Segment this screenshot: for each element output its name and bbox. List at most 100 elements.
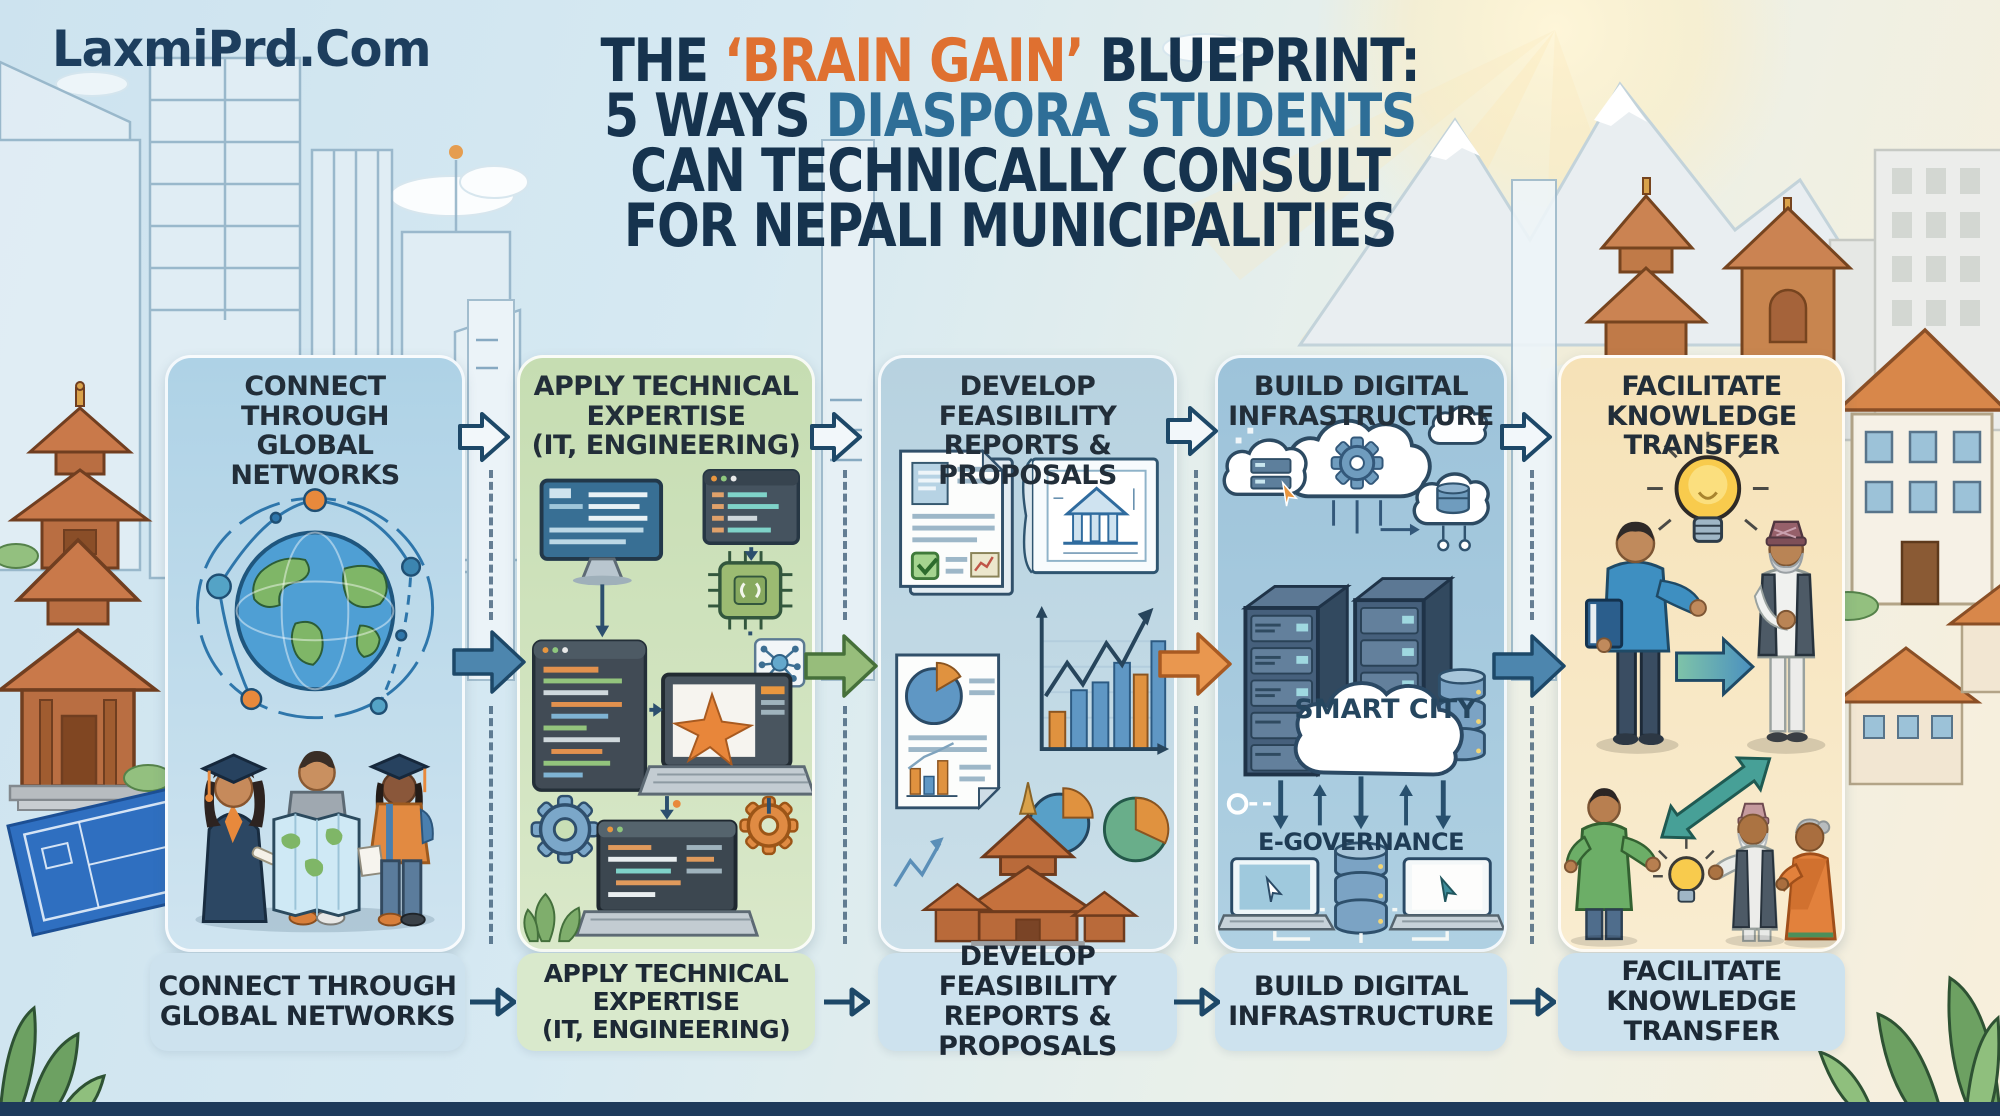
title-line-2: 5 WAYS DIASPORA STUDENTS: [603, 81, 1417, 151]
knowledge-transfer-illustration: [1563, 431, 1840, 948]
laptop-code-icon: [574, 819, 760, 937]
flow-arrow-top-icon: [1500, 412, 1552, 462]
pie-chart-icon: [1028, 787, 1170, 863]
terminal-icon: [702, 469, 800, 545]
plant-icon: [0, 975, 2000, 1116]
exchange-arrow-icon: [1659, 756, 1772, 840]
temple-icon: [920, 782, 1140, 947]
smart-city-cloud: [1293, 681, 1464, 777]
title-highlight-diaspora: DIASPORA STUDENTS: [825, 81, 1418, 151]
graduate-student-figure: [357, 753, 434, 927]
chip-icon: [708, 551, 793, 630]
report-document-icon: [899, 448, 1014, 596]
flow-arrow-top-icon: [810, 412, 862, 462]
global-network-illustration: [195, 488, 435, 933]
pagoda-temple-icon: [1584, 177, 1854, 362]
bar-chart-icon: [1035, 605, 1170, 755]
elder-woman-figure-icon: [1775, 818, 1840, 948]
mentor-figure-icon: [1584, 521, 1707, 754]
flow-connector-arrows: [595, 547, 771, 820]
flow-divider: [1530, 470, 1534, 620]
trend-arrow-icon: [1043, 614, 1150, 698]
digital-infrastructure-illustration: [1218, 405, 1504, 943]
cloud-server-icon: [1222, 438, 1308, 507]
laptop-design-icon: [637, 672, 812, 796]
students-illustration: [195, 751, 435, 933]
step-panel-facilitate-knowledge-transfer: FACILITATE KNOWLEDGE TRANSFER: [1558, 355, 1845, 952]
flow-arrow-mid-icon: [1158, 632, 1232, 696]
cloud-database-icon: [1412, 472, 1490, 552]
cursor-icon: [1281, 480, 1299, 507]
title-highlight-brain-gain: ‘BRAIN GAIN’: [724, 26, 1084, 96]
flow-divider: [1530, 706, 1534, 944]
step-header: BUILD DIGITAL INFRASTRUCTURE: [1228, 371, 1494, 432]
server-rack-icon: [1240, 583, 1352, 778]
flow-divider: [843, 706, 847, 944]
world-map-icon: [272, 812, 361, 918]
bush: [0, 543, 39, 569]
flow-arrow-bottom-icon: [1174, 987, 1220, 1017]
globe-icon: [234, 530, 396, 692]
page-title: THE ‘BRAIN GAIN’ BLUEPRINT: 5 WAYS DIASP…: [598, 26, 1421, 261]
analytics-document-icon: [895, 653, 1001, 811]
blueprint-icon: [1021, 457, 1159, 575]
flow-divider: [1194, 706, 1198, 944]
graduate-student-figure: [199, 753, 279, 923]
house-icon: [1817, 327, 2000, 786]
flow-divider: [489, 706, 493, 944]
lightbulb-icon: [1647, 431, 1769, 543]
e-governance-label: E-GOVERNANCE: [1257, 828, 1465, 856]
flow-arrow-bottom-icon: [1510, 987, 1556, 1017]
flow-arrow-bottom-icon: [824, 987, 870, 1017]
e-governance-arrows: [1272, 776, 1452, 830]
step-panel-apply-technical-expertise: APPLY TECHNICAL EXPERTISE (IT, ENGINEERI…: [517, 355, 815, 952]
connector-node: [1226, 793, 1249, 815]
flow-arrow-top-icon: [458, 412, 510, 462]
gear-icon: [530, 794, 799, 864]
flow-divider: [489, 470, 493, 620]
checklist-icon: [910, 551, 940, 581]
title-line-3: CAN TECHNICALLY CONSULT: [630, 136, 1391, 206]
flow-arrow-bottom-icon: [470, 987, 516, 1017]
flow-arrow-top-icon: [1166, 406, 1218, 456]
laptop-cursor-icon: [1388, 857, 1504, 931]
reports-illustration: [893, 448, 1170, 947]
site-logo: LaxmiPrd.Com: [52, 20, 432, 78]
step-header: DEVELOP FEASIBILITY REPORTS & PROPOSALS: [938, 371, 1117, 492]
step-panel-develop-feasibility-reports: DEVELOP FEASIBILITY REPORTS & PROPOSALS: [878, 355, 1177, 952]
flow-divider: [843, 470, 847, 620]
cloud-icon: [55, 33, 1248, 217]
cloud-icon: [1427, 405, 1489, 445]
knowledge-arrow-icon: [1675, 635, 1756, 698]
step-panel-build-digital-infrastructure: BUILD DIGITAL INFRASTRUCTURE SMART CITY …: [1215, 355, 1507, 952]
flow-arrow-mid-icon: [1492, 634, 1566, 698]
step-header: APPLY TECHNICAL EXPERTISE (IT, ENGINEERI…: [531, 371, 801, 462]
step-panel-connect-global-networks: CONNECT THROUGH GLOBAL NETWORKS: [165, 355, 465, 952]
lightbulb-icon: [1653, 839, 1720, 903]
growth-line-icon: [893, 837, 944, 888]
code-editor-icon: [532, 639, 648, 792]
title-line-1: THE ‘BRAIN GAIN’ BLUEPRINT:: [600, 26, 1421, 96]
plant-icon: [523, 892, 581, 943]
elder-figure-icon: [1707, 802, 1785, 947]
flow-divider: [1194, 470, 1198, 620]
elder-figure-icon: [1747, 520, 1826, 754]
flow-arrow-mid-icon: [452, 630, 526, 694]
student-figure-icon: [1563, 788, 1661, 947]
step-header: CONNECT THROUGH GLOBAL NETWORKS: [230, 371, 400, 492]
pagoda-temple-icon: [0, 381, 162, 811]
laptop-cursor-icon: [1218, 857, 1336, 931]
flow-arrow-mid-icon: [804, 634, 878, 698]
cloud-gear-icon: [1285, 418, 1432, 536]
footer-bar: [0, 1102, 2000, 1116]
title-line-4: FOR NEPALI MUNICIPALITIES: [623, 191, 1398, 261]
step-header: FACILITATE KNOWLEDGE TRANSFER: [1606, 371, 1797, 462]
network-node-dots: [205, 488, 422, 715]
monitor-code-icon: [539, 478, 664, 586]
